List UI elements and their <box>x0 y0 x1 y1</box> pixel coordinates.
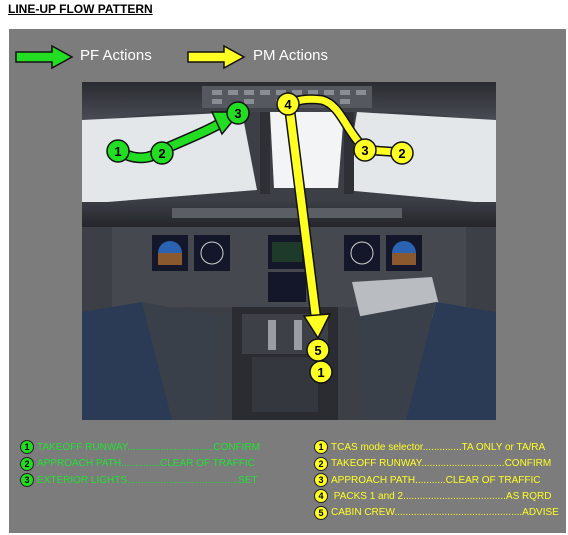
pf-legend-label: PF Actions <box>80 47 152 64</box>
pm-down-path <box>286 108 320 322</box>
pm-step-number-badge: 5 <box>314 505 328 520</box>
pm-step-number-badge: 2 <box>314 456 328 471</box>
pf-step-dots: .............. <box>121 458 160 470</box>
pm-step-item: TCAS mode selector <box>331 442 423 453</box>
svg-text:2: 2 <box>398 146 405 161</box>
pm-marker-5: 5 <box>306 338 330 362</box>
pm-step-number-badge: 4 <box>314 489 328 504</box>
pm-step-item: CABIN CREW <box>331 507 395 519</box>
pf-step-number-badge: 3 <box>20 472 34 487</box>
pm-legend-arrow-icon <box>187 44 246 70</box>
pm-step-dots: ........................................… <box>394 507 523 519</box>
pf-step-item: EXTERIOR LIGHTS <box>37 474 128 486</box>
pf-marker-3: 3 <box>226 101 250 125</box>
pm-marker-1: 1 <box>309 360 333 384</box>
pf-step-action: CLEAR OF TRAFFIC <box>160 458 255 470</box>
pm-step-action: TA ONLY or TA/RA <box>461 442 546 453</box>
svg-text:1: 1 <box>317 365 324 380</box>
pm-step-dots: ........... <box>415 474 446 486</box>
svg-text:1: 1 <box>114 144 121 159</box>
pf-step-dots: ............................... <box>127 442 214 453</box>
pm-step-action: AS RQRD <box>505 490 552 502</box>
svg-text:4: 4 <box>284 97 292 112</box>
pm-step-dots: .............................. <box>421 458 505 470</box>
pm-step-item: TAKEOFF RUNWAY <box>331 458 422 470</box>
pf-step-number-badge: 1 <box>20 440 34 455</box>
pf-step-number-badge: 2 <box>20 456 34 471</box>
svg-text:3: 3 <box>361 143 368 158</box>
page-title: LINE-UP FLOW PATTERN <box>8 2 153 16</box>
pm-step-dots: .............. <box>422 442 462 453</box>
pf-step-action: CONFIRM <box>213 442 261 453</box>
pm-legend-label: PM Actions <box>253 47 329 64</box>
pf-step-action: SET <box>238 474 258 486</box>
pm-marker-3: 3 <box>353 138 377 162</box>
pm-step-item: APPROACH PATH <box>331 474 416 486</box>
pm-step-4: 4 PACKS 1 and 2.........................… <box>314 489 559 505</box>
svg-text:3: 3 <box>234 106 241 121</box>
pm-step-number-badge: 1 <box>314 440 328 455</box>
pf-marker-1: 1 <box>106 139 130 163</box>
pm-flow-path <box>284 95 406 157</box>
pf-step-item: TAKEOFF RUNWAY <box>37 442 128 453</box>
pm-step-item: PACKS 1 and 2 <box>331 490 404 502</box>
pm-step-dots: ..................................... <box>403 490 506 502</box>
pf-marker-2: 2 <box>150 141 174 165</box>
pm-flow-arrowhead-icon <box>302 313 332 340</box>
pm-step-action: CONFIRM <box>504 458 552 470</box>
svg-text:2: 2 <box>158 146 165 161</box>
pm-step-action: CLEAR OF TRAFFIC <box>445 474 541 486</box>
pm-step-number-badge: 3 <box>314 472 328 487</box>
pm-step-action: ADVISE <box>522 507 559 519</box>
pf-step-item: APPROACH PATH <box>37 458 122 470</box>
pm-marker-4: 4 <box>276 92 300 116</box>
svg-text:5: 5 <box>314 343 321 358</box>
pf-step-dots: ........................................ <box>127 474 239 486</box>
pf-legend-arrow-icon <box>15 44 74 70</box>
pm-marker-2: 2 <box>390 141 414 165</box>
